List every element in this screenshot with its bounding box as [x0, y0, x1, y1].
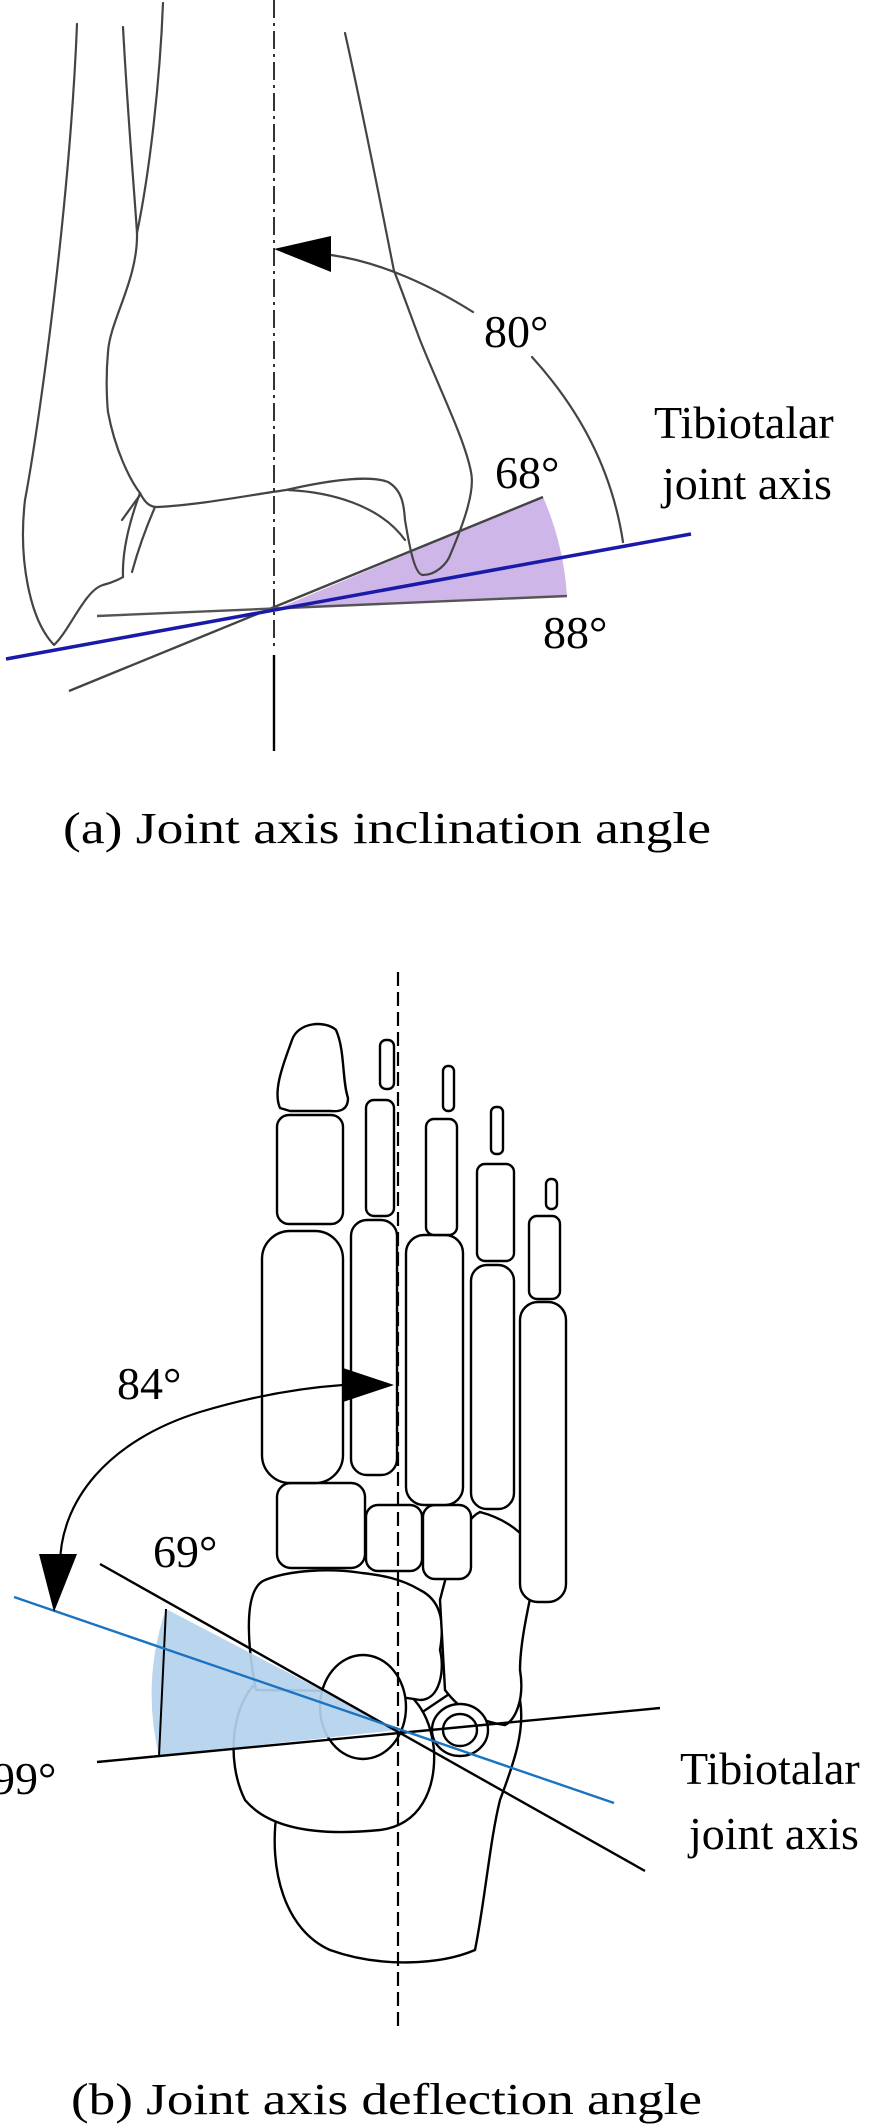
axis-label-line1: Tibiotalar	[654, 397, 834, 448]
arrowhead-icon	[274, 236, 331, 272]
foot-bones-dorsal	[232, 1022, 568, 1964]
mean-angle-arc	[58, 1383, 344, 1571]
arrowhead-right-icon	[343, 1368, 394, 1402]
max-angle-label: 88°	[543, 607, 607, 658]
max-angle-line	[96, 594, 568, 618]
panel-b-caption: (b) Joint axis deflection angle	[71, 2075, 702, 2124]
min-angle-line	[99, 1562, 646, 1873]
ankle-bones-lateral	[21, 1, 473, 647]
mean-angle-label: 84°	[117, 1358, 181, 1409]
mean-angle-arc	[530, 355, 625, 544]
wedge-edge	[158, 1608, 167, 1757]
tibiotalar-joint-axis-line	[13, 1595, 615, 1805]
deflection-range-wedge	[151, 1609, 398, 1756]
tibiotalar-joint-axis-line	[5, 532, 692, 661]
max-angle-label: 99°	[0, 1753, 56, 1804]
panel-a-caption: (a) Joint axis inclination angle	[63, 804, 711, 853]
inclination-range-wedge	[274, 497, 567, 610]
min-angle-line	[68, 495, 544, 693]
min-angle-label: 68°	[495, 447, 559, 498]
max-angle-line	[96, 1706, 661, 1764]
axis-label-line2: joint axis	[687, 1808, 859, 1859]
axis-label-line1: Tibiotalar	[680, 1743, 860, 1794]
panel-a-inclination: 80° 68° 88° Tibiotalar joint axis (a) Jo…	[5, 0, 834, 853]
mean-angle-arc-upper	[329, 253, 475, 314]
panel-b-deflection: 84° 69° 99° Tibiotalar joint axis (b) Jo…	[0, 972, 860, 2124]
axis-label-line2: joint axis	[660, 458, 832, 509]
min-angle-label: 69°	[153, 1526, 217, 1577]
arrowhead-down-icon	[39, 1554, 77, 1612]
mean-angle-label: 80°	[484, 306, 548, 357]
